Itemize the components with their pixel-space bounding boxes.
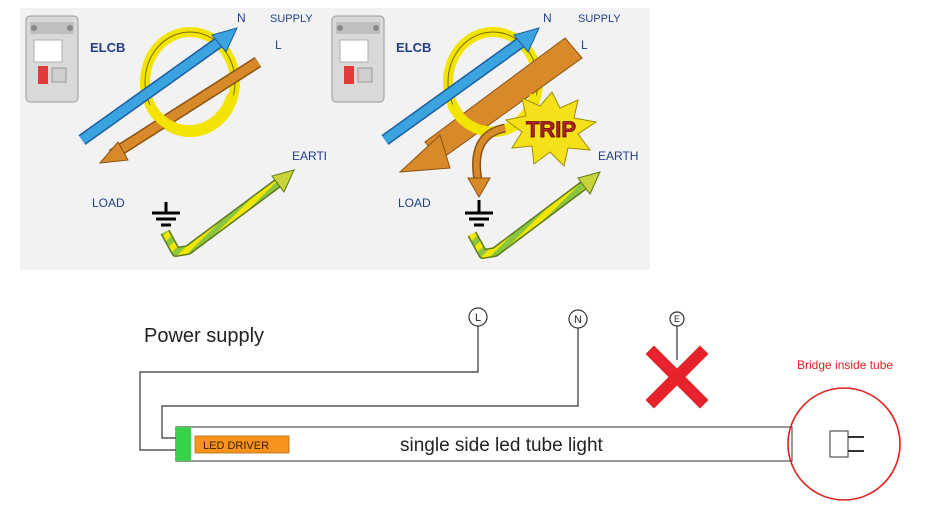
terminal-l-label: L bbox=[475, 312, 481, 324]
earth-label: EARTH bbox=[292, 149, 332, 163]
elcb-device-image bbox=[331, 15, 385, 103]
neutral-wire-arrow bbox=[78, 27, 238, 145]
tube-wiring-diagram: Power supply L N E LED DRIVER singl bbox=[139, 307, 901, 501]
neutral-label: N bbox=[237, 11, 246, 25]
load-label: LOAD bbox=[92, 196, 125, 210]
ground-symbol-icon bbox=[465, 200, 493, 227]
bridge-label: Bridge inside tube bbox=[797, 358, 893, 372]
bridge-detail bbox=[787, 387, 901, 501]
live-wire-arrow bbox=[98, 56, 262, 164]
no-earth-cross-icon bbox=[645, 345, 709, 409]
led-driver-label: LED DRIVER bbox=[203, 440, 269, 452]
terminal-l: L bbox=[468, 307, 488, 327]
elcb-device-image bbox=[25, 15, 79, 103]
terminal-n-label: N bbox=[574, 314, 582, 326]
neutral-wire-arrow bbox=[381, 27, 540, 145]
elcb-label: ELCB bbox=[396, 40, 431, 55]
tube-label: single side led tube light bbox=[400, 435, 604, 456]
live-wire-arrow bbox=[398, 37, 583, 173]
terminal-n: N bbox=[568, 309, 588, 329]
earth-wire-arrow bbox=[160, 169, 295, 257]
elcb-label: ELCB bbox=[90, 40, 125, 55]
terminal-e: E bbox=[669, 311, 685, 327]
neutral-label: N bbox=[543, 11, 552, 25]
live-label: L bbox=[275, 38, 282, 52]
elcb-panel-normal: ELCB N SUPPLY L LOAD EARTH bbox=[20, 8, 332, 270]
bridge-highlight-circle bbox=[787, 387, 901, 501]
led-driver-box bbox=[194, 435, 290, 454]
load-label: LOAD bbox=[398, 196, 431, 210]
terminal-e-label: E bbox=[674, 314, 680, 324]
trip-label: TRIP bbox=[526, 117, 576, 142]
live-label: L bbox=[581, 38, 588, 52]
neutral-supply-wire bbox=[161, 328, 579, 439]
supply-label: SUPPLY bbox=[270, 13, 313, 25]
supply-label: SUPPLY bbox=[578, 13, 621, 25]
earth-label: EARTH bbox=[598, 149, 638, 163]
bridge-connector bbox=[829, 430, 849, 458]
earth-wire-arrow bbox=[467, 171, 601, 259]
power-supply-label: Power supply bbox=[144, 325, 264, 347]
trip-starburst: TRIP bbox=[504, 91, 598, 167]
ground-symbol-icon bbox=[152, 202, 180, 227]
live-supply-wire bbox=[139, 326, 479, 451]
leakage-current-arrow bbox=[467, 123, 507, 198]
tube-end-cap bbox=[176, 427, 191, 461]
elcb-panel-trip: ELCB TRIP N SUPPLY L LOAD EARTH bbox=[326, 8, 650, 270]
